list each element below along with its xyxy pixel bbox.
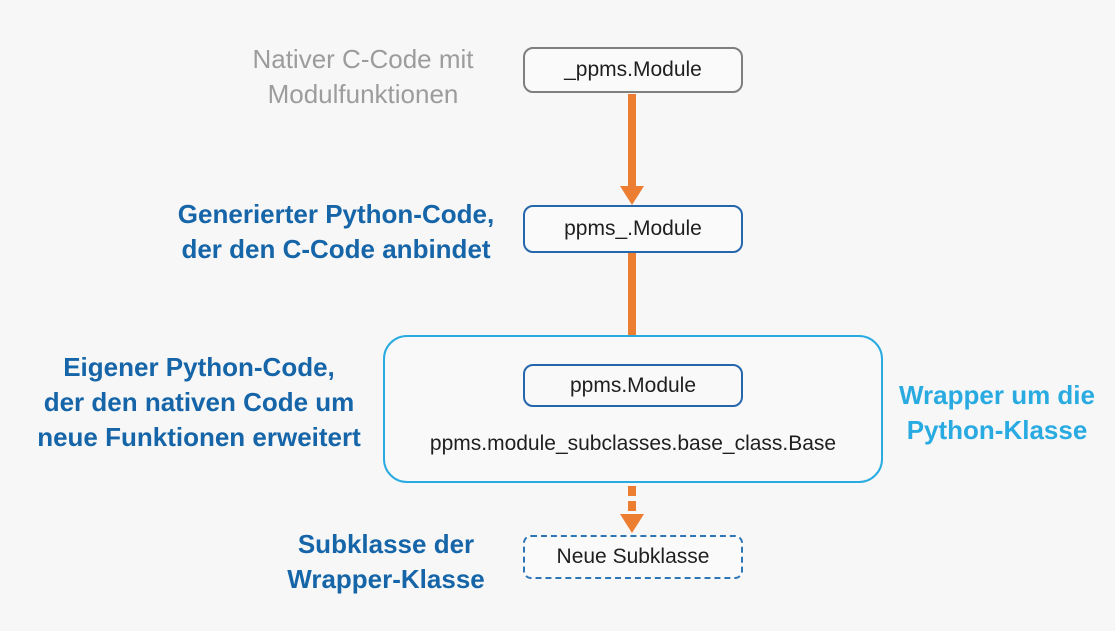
label-subclass-line1: Subklasse der (297, 529, 475, 559)
label-native-c-code: Nativer C-Code mit Modulfunktionen (203, 42, 523, 112)
node-ppms-native-module-label: _ppms.Module (564, 58, 702, 81)
label-own-python-code: Eigener Python-Code, der den nativen Cod… (34, 350, 364, 455)
label-subclass-of-wrapper: Subklasse der Wrapper-Klasse (226, 527, 546, 597)
node-new-subclass: Neue Subklasse (523, 535, 743, 579)
node-ppms-generated-module: ppms_.Module (523, 205, 743, 253)
label-wrapper-line1: Wrapper um die (898, 380, 1095, 410)
node-ppms-wrapper-module: ppms.Module (523, 364, 743, 407)
arrow-dash (628, 486, 636, 496)
label-generated-line1: Generierter Python-Code, (177, 199, 495, 229)
wrapper-class-container (383, 335, 883, 483)
label-own-line2: der den nativen Code um (43, 387, 355, 417)
node-ppms-wrapper-module-label: ppms.Module (569, 373, 697, 397)
label-native-line1: Nativer C-Code mit (252, 44, 474, 74)
label-generated-python-code: Generierter Python-Code, der den C-Code … (176, 197, 496, 267)
node-new-subclass-label: Neue Subklasse (556, 545, 710, 568)
label-own-line1: Eigener Python-Code, (63, 352, 335, 382)
node-ppms-native-module: _ppms.Module (523, 47, 743, 93)
arrow-dash (628, 501, 636, 511)
label-wrapper-python-class: Wrapper um die Python-Klasse (887, 378, 1107, 448)
label-generated-line2: der den C-Code anbindet (181, 234, 491, 264)
base-class-path-text: ppms.module_subclasses.base_class.Base (429, 432, 837, 455)
arrow-down-icon (620, 186, 644, 205)
label-own-line3: neue Funktionen erweitert (37, 422, 361, 452)
label-native-line2: Modulfunktionen (267, 79, 459, 109)
arrow-down-icon (620, 514, 644, 533)
arrow-shaft (628, 94, 636, 187)
node-ppms-generated-module-label: ppms_.Module (564, 217, 702, 240)
arrow-shaft (628, 253, 636, 346)
label-subclass-line2: Wrapper-Klasse (287, 564, 485, 594)
label-wrapper-line2: Python-Klasse (906, 415, 1088, 445)
